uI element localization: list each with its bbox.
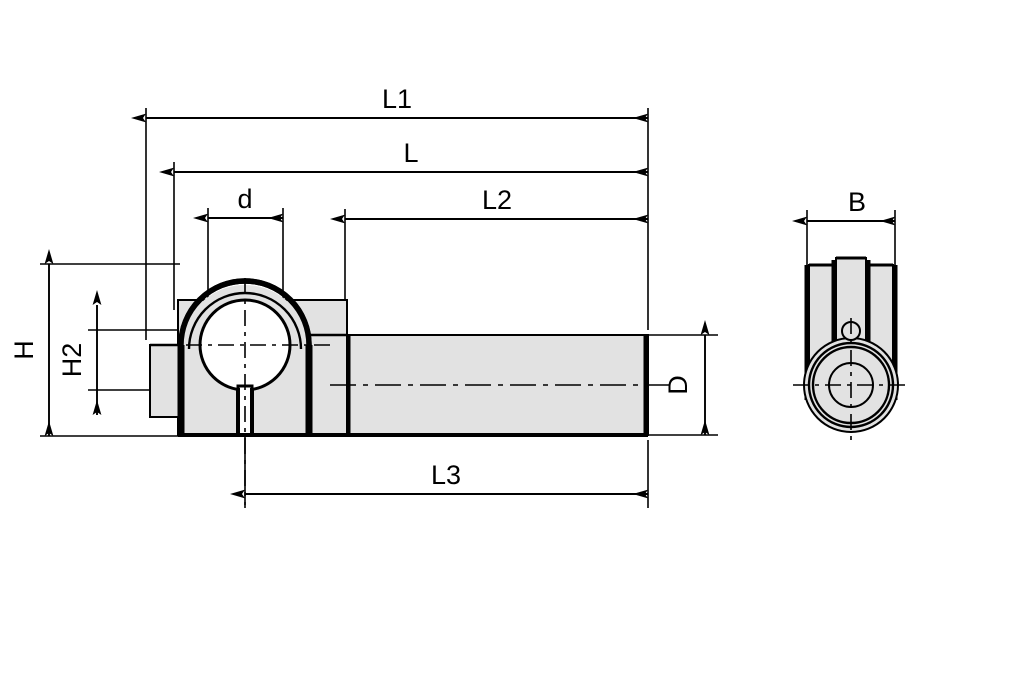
dim-label-L2: L2: [482, 185, 512, 215]
dimension-L1: L1: [131, 84, 648, 123]
front-elevation-view: L1 L L2 d L3: [9, 84, 718, 508]
left-flange-nub: [149, 344, 181, 418]
dim-label-H: H: [9, 340, 39, 360]
dimension-H2: H2: [57, 290, 102, 415]
dim-label-D: D: [663, 375, 693, 395]
dimension-d: d: [193, 184, 283, 223]
dim-label-B: B: [848, 187, 866, 217]
dim-label-L: L: [403, 138, 418, 168]
clamp-part-geometry: [149, 278, 670, 505]
dim-label-d: d: [237, 184, 252, 214]
dimension-L2: L2: [330, 185, 648, 224]
dimension-H: H: [9, 249, 54, 436]
end-elevation-view: B: [792, 187, 909, 440]
dimension-L: L: [159, 138, 648, 177]
dim-label-L1: L1: [382, 84, 412, 114]
dimension-L3: L3: [230, 460, 648, 499]
dimension-B: B: [792, 187, 895, 226]
dim-label-H2: H2: [57, 343, 87, 378]
dimension-D: D: [663, 320, 710, 435]
dim-label-L3: L3: [431, 460, 461, 490]
